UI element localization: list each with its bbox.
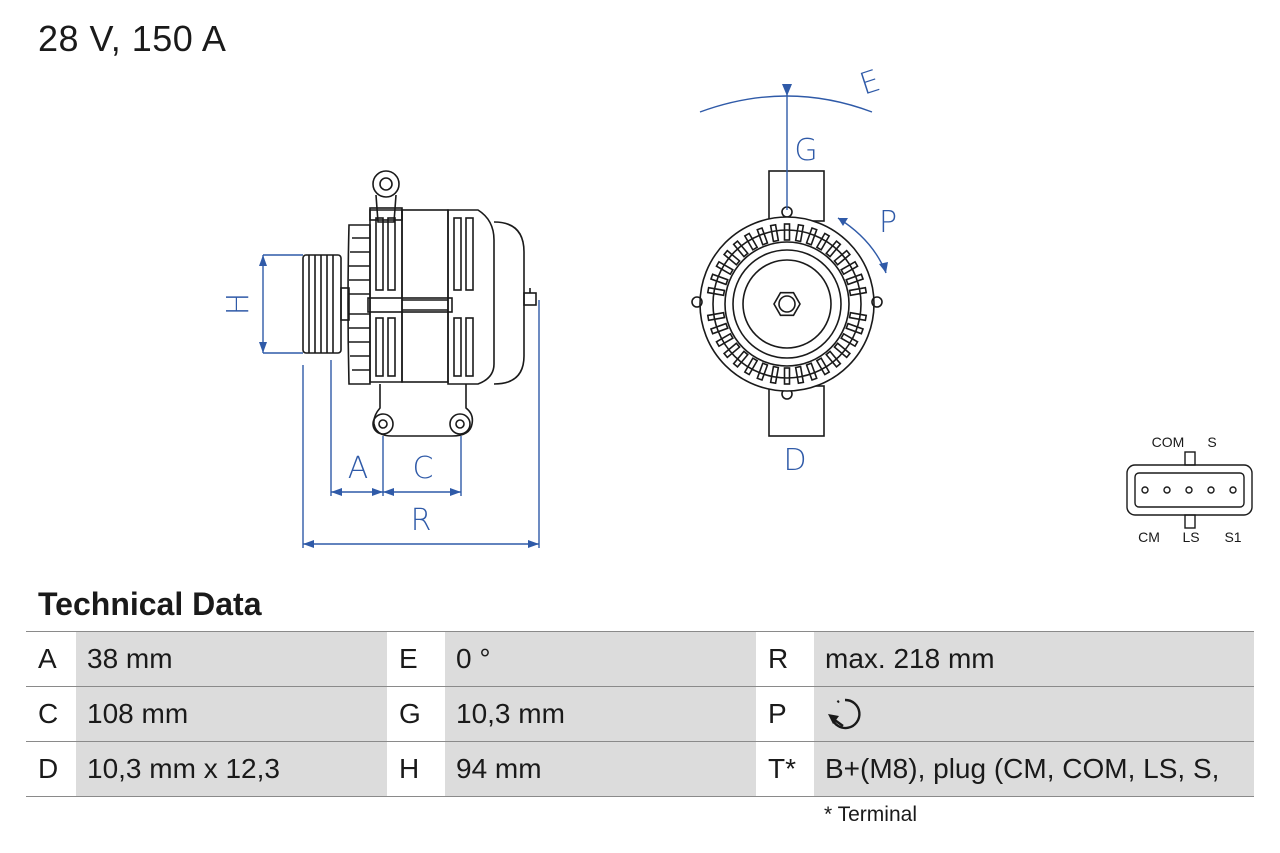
rotation-direction-icon xyxy=(828,698,861,730)
spec-value: 94 mm xyxy=(445,741,756,797)
pulley xyxy=(302,254,350,354)
cooling-fin xyxy=(715,332,734,348)
cooling-fin xyxy=(825,239,842,258)
dimension-label-d: D xyxy=(783,443,806,478)
cooling-fin xyxy=(794,223,805,243)
spec-key: C xyxy=(26,686,76,742)
cooling-fin xyxy=(783,367,791,385)
connector-label-cm: CM xyxy=(1138,529,1160,545)
cooling-fin xyxy=(794,365,805,385)
spec-key: E xyxy=(387,631,445,687)
connector-pin xyxy=(1185,486,1193,494)
cooling-fins xyxy=(706,223,868,385)
cooling-fin xyxy=(845,273,865,286)
cooling-fin xyxy=(845,322,865,335)
spec-value: B+(M8), plug (CM, COM, LS, S, xyxy=(814,741,1254,797)
cooling-fin xyxy=(743,357,759,376)
side-view-dimension-arrows xyxy=(259,255,539,548)
cooling-fin xyxy=(706,286,726,297)
cooling-fin xyxy=(805,362,818,382)
cooling-fin xyxy=(840,260,859,276)
connector-label-ls: LS xyxy=(1182,529,1199,545)
top-mount-eye xyxy=(369,170,403,223)
table-row: C 108 mm G 10,3 mm P xyxy=(26,686,1254,742)
cooling-fin xyxy=(848,286,868,297)
cooling-fin xyxy=(715,260,734,276)
cooling-fin xyxy=(722,249,741,266)
connector-plug xyxy=(1126,451,1253,529)
bottom-mount-foot xyxy=(372,384,474,437)
cooling-fin xyxy=(732,239,749,258)
cooling-fin xyxy=(825,350,842,369)
dimension-label-g: G xyxy=(794,133,817,168)
cooling-fin xyxy=(833,342,852,359)
stator xyxy=(367,209,453,383)
cooling-fin xyxy=(732,350,749,369)
spec-key: R xyxy=(756,631,814,687)
alternator-front-view xyxy=(691,170,883,437)
spec-key: G xyxy=(387,686,445,742)
bottom-mount-lug xyxy=(768,385,825,437)
spec-key: H xyxy=(387,741,445,797)
cooling-fin xyxy=(709,322,729,335)
connector-pin xyxy=(1163,486,1171,494)
dimension-label-c: C xyxy=(413,451,434,486)
spec-value: 10,3 mm x 12,3 xyxy=(76,741,387,797)
front-housing xyxy=(347,209,403,385)
table-row: A 38 mm E 0 ° R max. 218 mm xyxy=(26,631,1254,687)
technical-data-table: A 38 mm E 0 ° R max. 218 mm C 108 mm G 1… xyxy=(26,631,1254,797)
cooling-fin xyxy=(756,226,769,246)
cooling-fin xyxy=(756,362,769,382)
connector-label-com: COM xyxy=(1152,434,1185,450)
connector-label-s1: S1 xyxy=(1224,529,1241,545)
top-mount-lug xyxy=(768,170,825,222)
cooling-fin xyxy=(709,273,729,286)
cooling-fin xyxy=(722,342,741,359)
cooling-fin xyxy=(783,223,791,241)
dimension-label-r: R xyxy=(411,503,432,538)
dimension-label-e: E xyxy=(856,63,885,102)
spec-value: 10,3 mm xyxy=(445,686,756,742)
front-view-dimension-arrows xyxy=(782,84,888,273)
cooling-fin xyxy=(706,311,726,322)
spec-key: T* xyxy=(756,741,814,797)
table-row: D 10,3 mm x 12,3 H 94 mm T* B+(M8), plug… xyxy=(26,741,1254,797)
dimension-label-p: P xyxy=(879,205,897,240)
spec-value: 108 mm xyxy=(76,686,387,742)
cooling-fin xyxy=(743,232,759,251)
dimension-label-a: A xyxy=(348,451,369,486)
side-view-dimensions xyxy=(262,254,540,548)
connector-pin xyxy=(1141,486,1149,494)
cooling-fin xyxy=(805,226,818,246)
terminal-footnote: * Terminal xyxy=(824,803,917,826)
cooling-fin xyxy=(848,311,868,322)
alternator-side-view xyxy=(302,170,537,437)
dimension-label-h: H xyxy=(221,293,256,316)
cooling-fin xyxy=(769,365,780,385)
cooling-fin xyxy=(769,223,780,243)
spec-value: 0 ° xyxy=(445,631,756,687)
connector-label-s: S xyxy=(1207,434,1216,450)
spec-key: D xyxy=(26,741,76,797)
spec-key: P xyxy=(756,686,814,742)
cooling-fin xyxy=(840,332,859,348)
spec-value: 38 mm xyxy=(76,631,387,687)
cooling-fin xyxy=(815,357,831,376)
shaft-nut xyxy=(773,291,801,317)
spec-value: max. 218 mm xyxy=(814,631,1254,687)
alternator-drawing: H A C R E G P D xyxy=(221,63,1253,548)
cooling-fin xyxy=(815,232,831,251)
rear-housing xyxy=(447,209,537,385)
cooling-fin xyxy=(833,249,852,266)
spec-value-rotation xyxy=(814,686,1254,742)
product-headline: 28 V, 150 A xyxy=(38,18,227,59)
connector-pin xyxy=(1229,486,1237,494)
connector-pin xyxy=(1207,486,1215,494)
section-title: Technical Data xyxy=(38,586,262,622)
spec-key: A xyxy=(26,631,76,687)
